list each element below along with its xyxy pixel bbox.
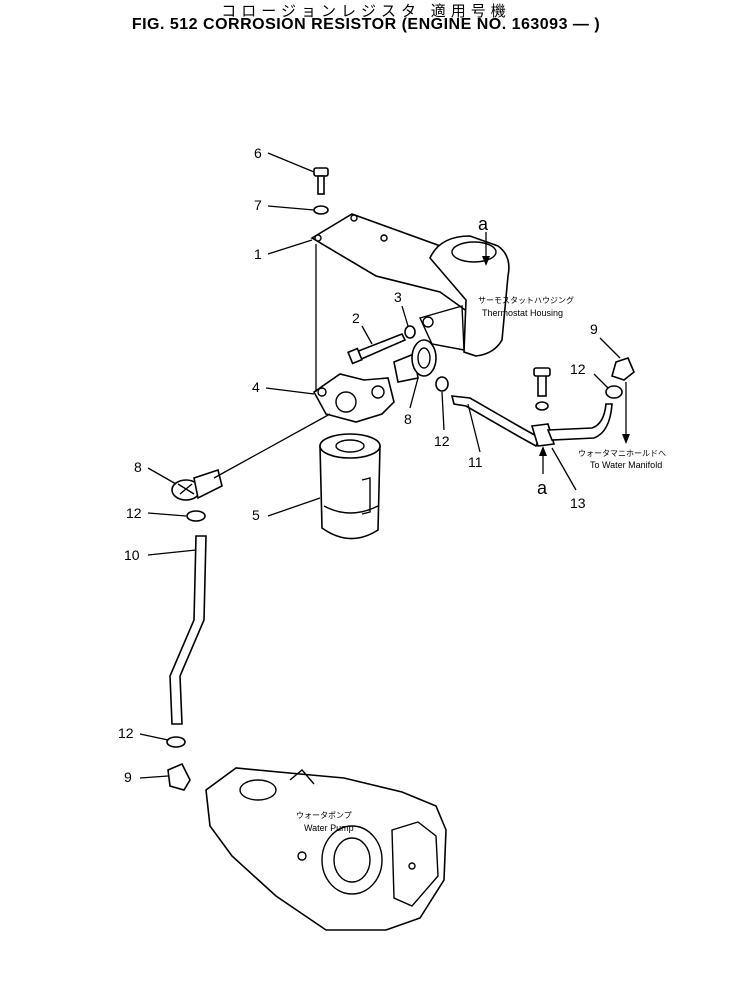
connector-13	[530, 367, 613, 447]
callout-12-lower: 12	[118, 725, 134, 741]
water-pump-note: Water Pump	[304, 823, 354, 833]
callout-5: 5	[252, 507, 260, 523]
water-manifold-note: To Water Manifold	[590, 460, 662, 470]
callout-7: 7	[254, 197, 262, 213]
thermostat-housing-note-jp: サーモスタットハウジング	[478, 295, 574, 305]
washer-7	[313, 205, 329, 215]
ref-a-bottom: a	[537, 478, 548, 498]
filter-5	[319, 433, 381, 540]
valve-8-lower	[171, 468, 223, 501]
callout-3: 3	[394, 289, 402, 305]
water-manifold-note-jp: ウォータマニホールドへ	[578, 449, 666, 458]
clamp-12-upper	[435, 376, 449, 392]
callout-10: 10	[124, 547, 140, 563]
bolt-2	[347, 332, 407, 365]
elbow-9-upper	[605, 357, 635, 399]
callout-1: 1	[254, 246, 262, 262]
figure-title-japanese: コロージョンレジスタ 適用号機	[221, 2, 511, 20]
leader-lines	[139, 152, 630, 779]
ref-a-top: a	[478, 214, 489, 234]
bolt-6	[313, 167, 329, 195]
clamp-12-lower	[166, 736, 186, 748]
callout-8-lower: 8	[134, 459, 142, 475]
callout-6: 6	[254, 145, 262, 161]
thermostat-housing	[419, 235, 510, 357]
water-pump	[205, 767, 447, 931]
elbow-9-lower	[167, 762, 191, 791]
washer-3	[404, 325, 416, 339]
callout-9-upper: 9	[590, 321, 598, 337]
filter-head-4	[312, 373, 395, 423]
thermostat-housing-note: Thermostat Housing	[482, 308, 563, 318]
callout-12-right: 12	[570, 361, 586, 377]
callout-12-upper: 12	[434, 433, 450, 449]
water-pump-note-jp: ウォータポンプ	[296, 811, 352, 820]
callout-9-lower: 9	[124, 769, 132, 785]
valve-8-upper	[393, 339, 437, 383]
callout-8-upper: 8	[404, 411, 412, 427]
clamp-12-mid	[186, 510, 206, 522]
figure-title: FIG. 512 CORROSION RESISTOR (ENGINE NO. …	[131, 16, 601, 33]
callout-13: 13	[570, 495, 586, 511]
callout-11: 11	[468, 454, 483, 470]
hose-10	[169, 535, 207, 725]
tube-11	[450, 395, 542, 448]
callout-4: 4	[252, 379, 260, 395]
callout-12-mid: 12	[126, 505, 142, 521]
callout-2: 2	[352, 310, 360, 326]
